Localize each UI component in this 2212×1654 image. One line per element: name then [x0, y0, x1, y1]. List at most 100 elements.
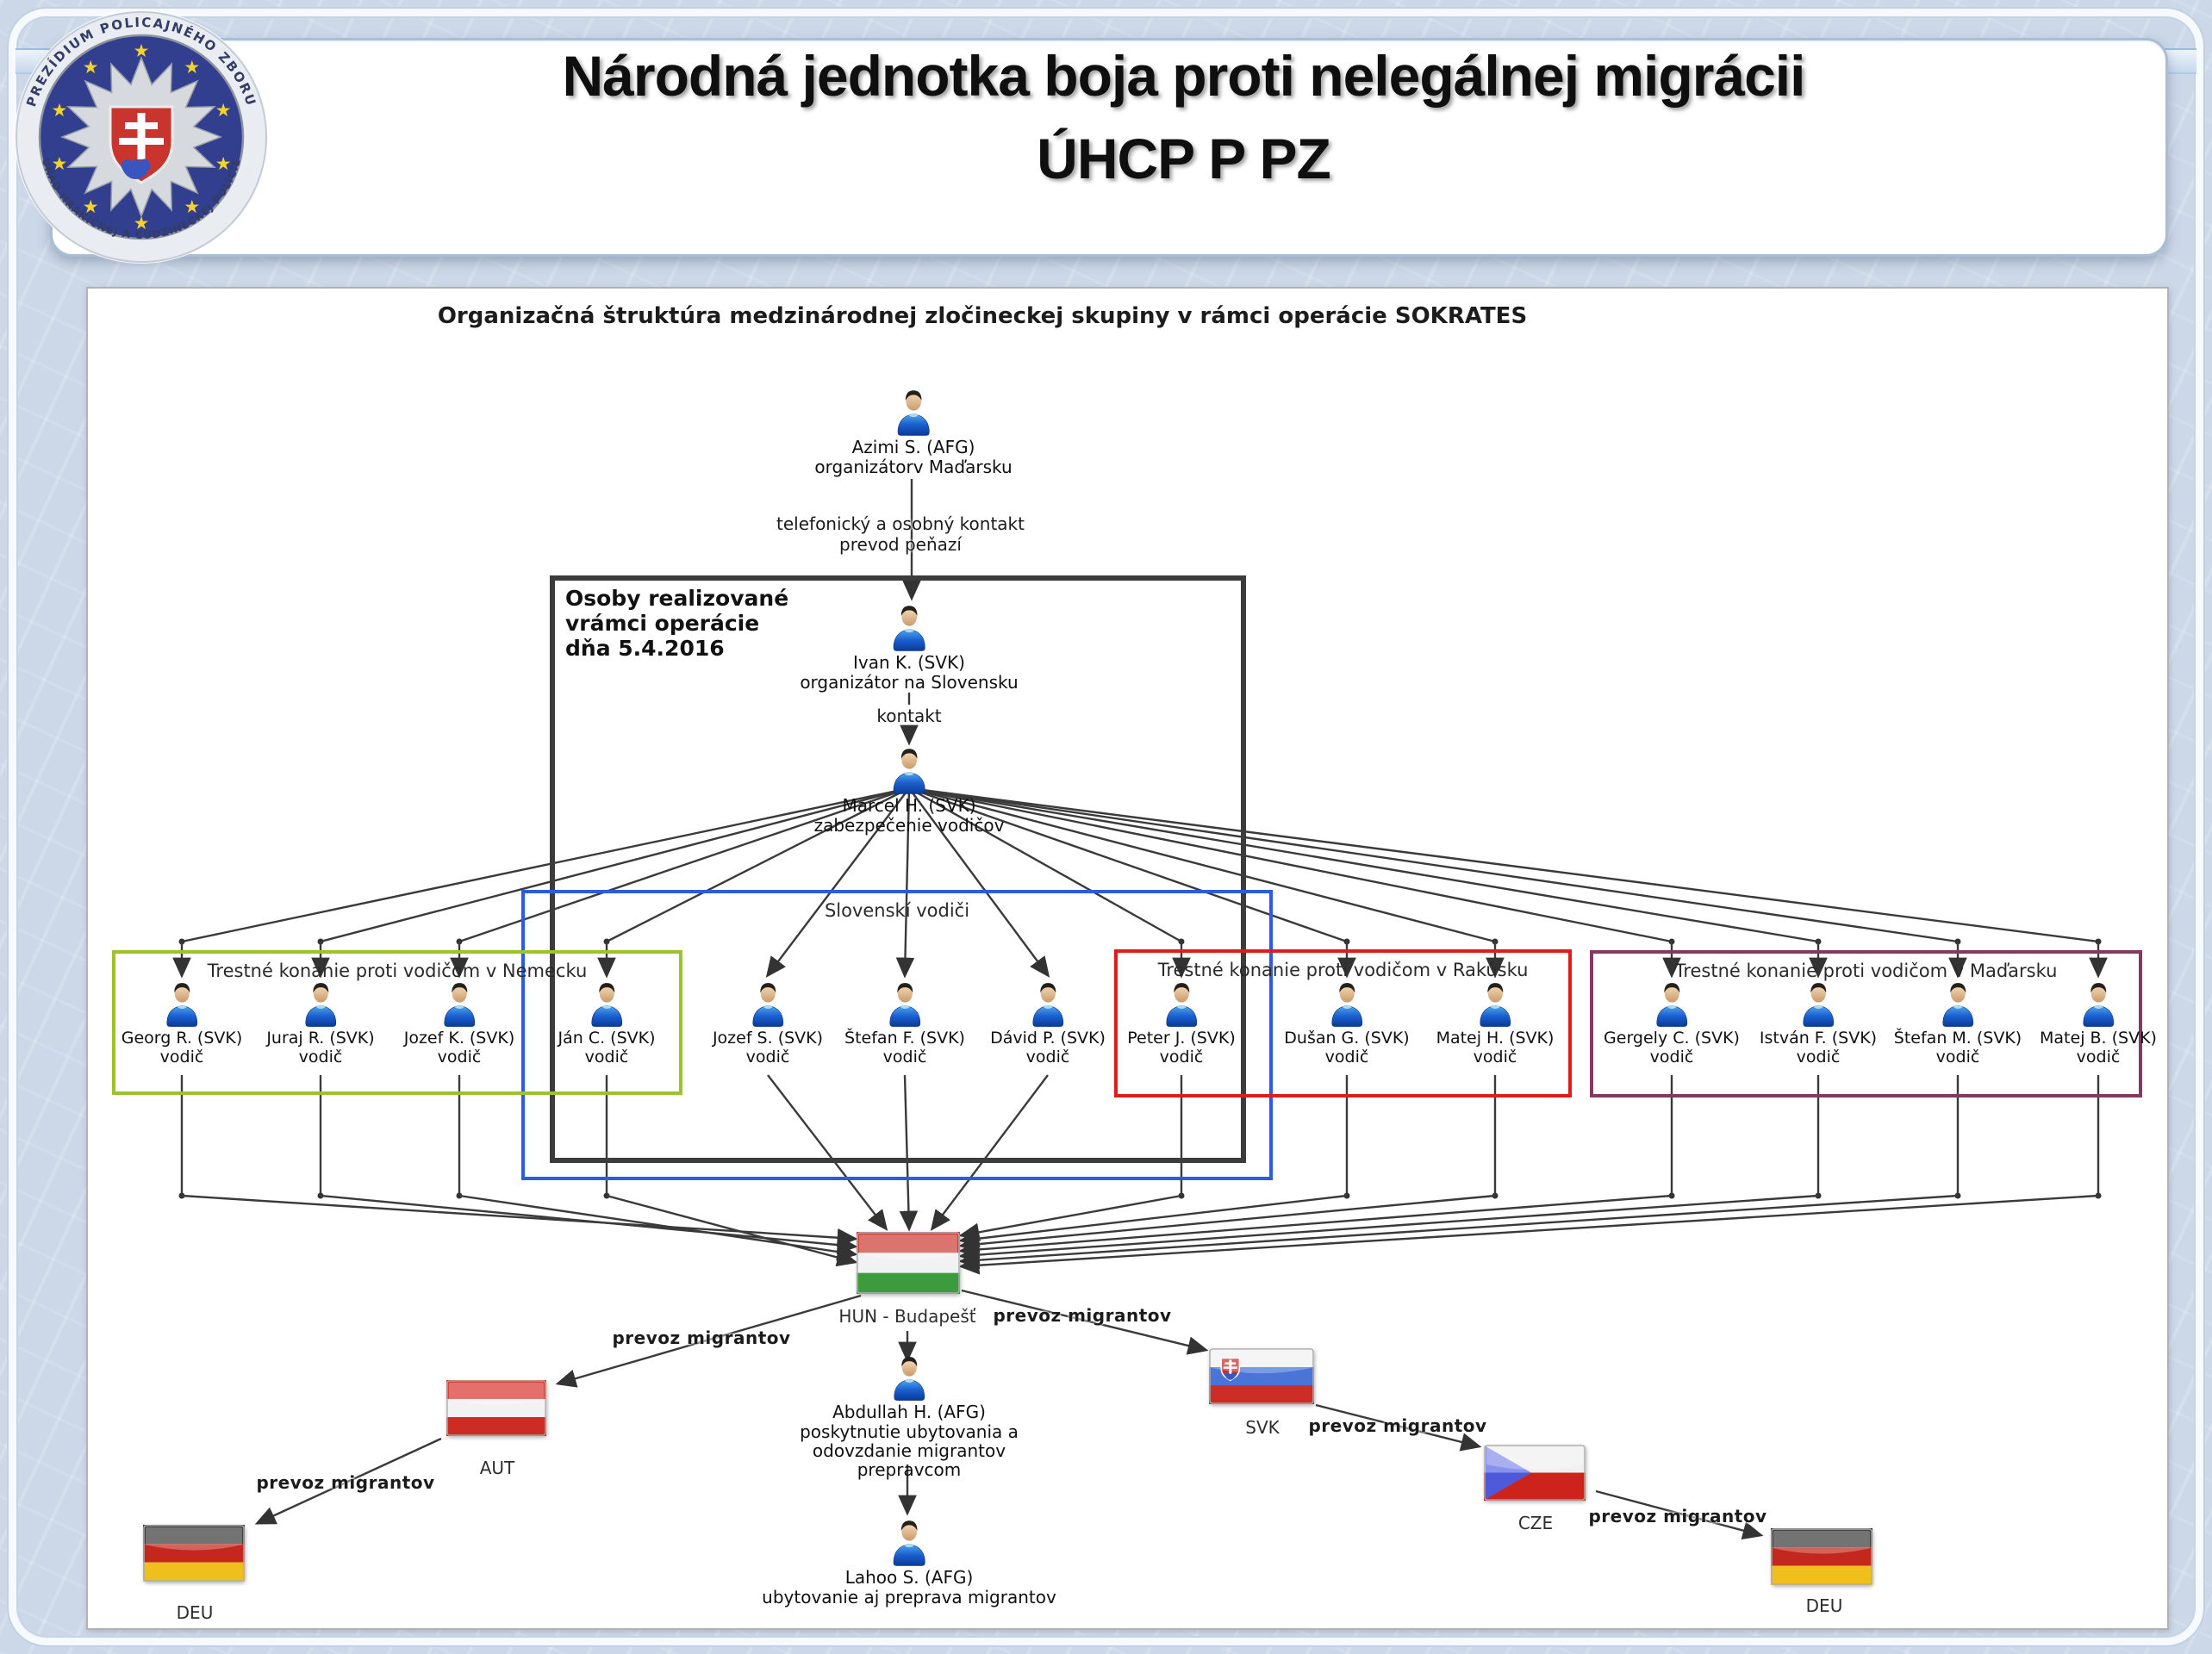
edge-label-transport: prevoz migrantov [1588, 1506, 1767, 1527]
flag-label: CZE [1517, 1513, 1554, 1533]
person-name: Jozef K. (SVK) [403, 1029, 515, 1048]
person-role: organizátor na Slovensku [800, 672, 1019, 693]
star-icon: ★ [184, 196, 200, 217]
flag-svk [1209, 1348, 1314, 1404]
person-matej-b-svk: Matej B. (SVK) vodič [2016, 980, 2181, 1066]
person-role: ubytovanie aj preprava migrantov [762, 1587, 1056, 1607]
star-icon: ★ [184, 57, 200, 78]
person-stefan-f-svk: Štefan F. (SVK) vodič [822, 980, 988, 1066]
group-box-label: Trestné konanie proti vodičom v Nemecku [207, 961, 588, 981]
person-icon [1798, 980, 1840, 1027]
person-name: Dušan G. (SVK) [1284, 1029, 1410, 1048]
edge-label-transport: prevoz migrantov [612, 1328, 791, 1348]
slide-frame [9, 9, 2203, 1645]
person-name: Matej H. (SVK) [1436, 1029, 1555, 1048]
person-role: vodič [745, 1048, 790, 1066]
logo-shield [109, 105, 174, 184]
group-box-label: Trestné konanie proti vodičom v Rakúsku [1157, 960, 1529, 980]
person-matej-h-svk: Matej H. (SVK) vodič [1412, 980, 1578, 1066]
header [50, 38, 2168, 257]
star-icon: ★ [134, 213, 150, 233]
flag-label: DEU [1805, 1595, 1843, 1616]
person-ivan-k-svk: Ivan K. (SVK) organizátor na Slovensku [771, 603, 1047, 692]
star-icon: ★ [51, 100, 67, 121]
person-name: Abdullah H. (AFG) [832, 1402, 986, 1422]
edge-label-kontakt: kontakt [876, 706, 942, 726]
person-name: Ján C. (SVK) [558, 1029, 656, 1048]
person-icon [747, 980, 789, 1027]
person-name: Georg R. (SVK) [121, 1029, 243, 1048]
person-role: vodič [437, 1048, 482, 1066]
edge-label-transport: prevoz migrantov [993, 1305, 1172, 1326]
person-name: Marcel H. (SVK) [842, 795, 976, 816]
person-name: Dávid P. (SVK) [990, 1029, 1106, 1048]
person-name: Ivan K. (SVK) [853, 652, 965, 673]
person-role: vodič [584, 1048, 629, 1066]
person-role: zabezpečenie vodičov [813, 815, 1005, 836]
person-role: vodič [298, 1048, 343, 1066]
person-jan-c-svk: Ján C. (SVK) vodič [524, 980, 689, 1066]
person-icon [892, 388, 935, 436]
flag-cze [1484, 1445, 1586, 1501]
person-georg-r-svk: Georg R. (SVK) vodič [99, 980, 265, 1066]
flag-label: HUN - Budapešť [838, 1306, 976, 1327]
person-name: Matej B. (SVK) [2040, 1029, 2157, 1048]
person-icon [1651, 980, 1693, 1027]
person-azimi-s-afg: Azimi S. (AFG) organizátorv Maďarsku [776, 388, 1051, 476]
group-box-label: Trestné konanie proti vodičom v Maďarsku [1674, 961, 2058, 981]
person-icon [1027, 980, 1069, 1027]
person-icon [1326, 980, 1368, 1027]
person-lahoo-s-afg: Lahoo S. (AFG) ubytovanie aj preprava mi… [724, 1518, 1094, 1607]
page-title: Národná jednotka boja proti nelegálnej m… [190, 34, 2178, 200]
group-box-germany: Trestné konanie proti vodičom v Nemecku [112, 950, 682, 1095]
person-icon [300, 980, 342, 1027]
person-istvan-f-svk: István F. (SVK) vodič [1735, 980, 1901, 1066]
person-role: poskytnutie ubytovania a odovzdanie migr… [800, 1421, 1019, 1480]
person-name: Štefan M. (SVK) [1893, 1029, 2022, 1048]
edge-label-transport: prevoz migrantov [1308, 1415, 1487, 1436]
star-icon: ★ [134, 40, 150, 61]
police-badge-logo: PREZÍDIUM POLICAJNÉHO ZBORU ÚRAD HRANIČN… [15, 10, 268, 264]
person-david-p-svk: Dávid P. (SVK) vodič [965, 980, 1131, 1066]
person-abdullah-h-afg: Abdullah H. (AFG) poskytnutie ubytovania… [761, 1354, 1057, 1479]
person-dusan-g-svk: Dušan G. (SVK) vodič [1264, 980, 1430, 1066]
edge-label-transport: prevoz migrantov [256, 1472, 435, 1493]
person-icon [884, 980, 926, 1027]
person-role: vodič [882, 1048, 927, 1066]
page-title-line1: Národná jednotka boja proti nelegálnej m… [562, 44, 1806, 108]
person-icon [1937, 980, 1979, 1027]
group-box-label: Osoby realizované vrámci operácie dňa 5.… [565, 586, 789, 661]
person-icon [888, 603, 931, 651]
person-icon [1161, 980, 1203, 1027]
person-role: vodič [1935, 1048, 1980, 1066]
person-role: vodič [1649, 1048, 1694, 1066]
person-juraj-r-svk: Juraj R. (SVK) vodič [238, 980, 403, 1066]
flag-label: AUT [479, 1458, 515, 1478]
flag-hun [857, 1232, 960, 1294]
person-name: Štefan F. (SVK) [844, 1029, 965, 1048]
person-role: vodič [159, 1048, 204, 1066]
edge-label-contact-transfer: telefonický a osobný kontakt prevod peňa… [776, 513, 1025, 555]
star-icon: ★ [51, 153, 67, 174]
person-icon [888, 1518, 931, 1566]
diagram-title: Organizačná štruktúra medzinárodnej zloč… [437, 303, 1528, 329]
logo-stars: ★★★★★★★★★★ [51, 40, 231, 233]
person-role: organizátorv Maďarsku [814, 457, 1013, 477]
person-role: vodič [1025, 1048, 1070, 1066]
flag-deu [1771, 1528, 1872, 1585]
person-name: Peter J. (SVK) [1127, 1029, 1236, 1048]
group-box-label: Slovenskí vodiči [824, 900, 970, 921]
person-icon [888, 746, 931, 794]
person-icon [888, 1354, 931, 1401]
person-icon [586, 980, 628, 1027]
star-icon: ★ [215, 100, 232, 121]
person-gergely-c-svk: Gergely C. (SVK) vodič [1589, 980, 1754, 1066]
person-name: Azimi S. (AFG) [851, 437, 975, 457]
person-icon [1474, 980, 1517, 1027]
person-name: Lahoo S. (AFG) [844, 1567, 974, 1588]
star-icon: ★ [83, 57, 99, 78]
person-jozef-s-svk: Jozef S. (SVK) vodič [685, 980, 851, 1066]
flag-aut [446, 1380, 546, 1436]
person-role: vodič [1796, 1048, 1841, 1066]
page-title-line2: ÚHCP P PZ [1037, 127, 1331, 190]
